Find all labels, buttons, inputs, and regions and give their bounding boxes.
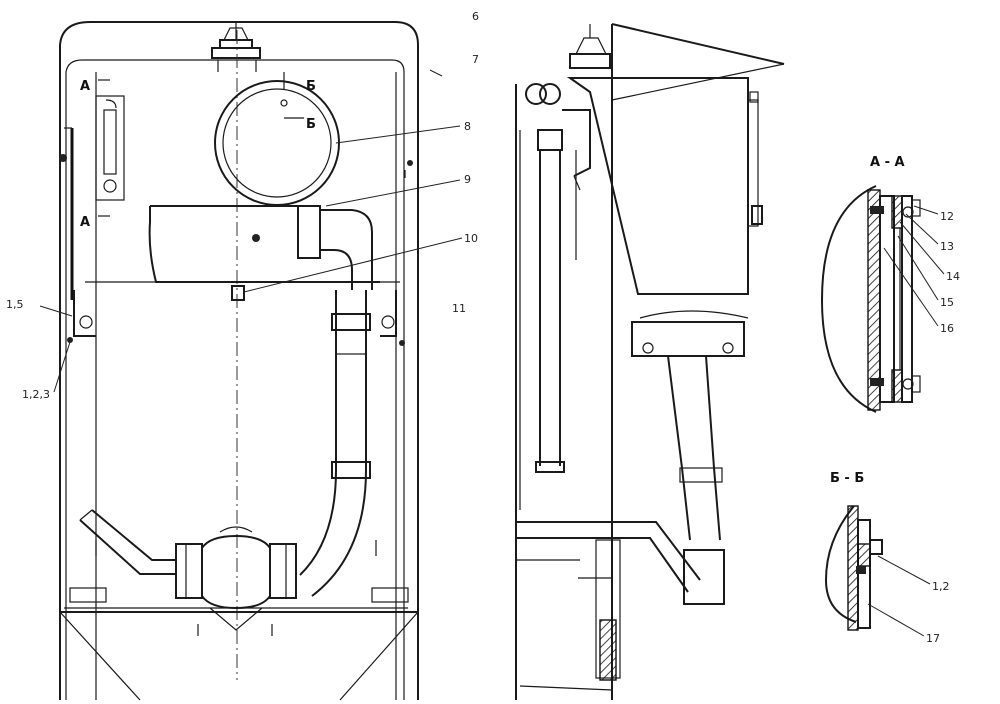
label-17: 17 [926,632,940,645]
section-marks: А А Б Б А - А Б - Б [80,79,905,486]
label-1-2: 1,2 [932,580,950,593]
label-6: 6 [472,10,479,23]
label-14: 14 [946,270,960,283]
label-1-2-3: 1,2,3 [22,388,50,401]
side-view [515,23,785,700]
label-13: 13 [940,240,954,253]
label-10: 10 [464,232,478,245]
label-8: 8 [464,120,471,133]
section-mark-b-top: Б [306,79,316,94]
label-16: 16 [940,322,954,335]
section-bb [824,505,931,637]
front-view [39,21,463,701]
label-1-5: 1,5 [6,298,24,311]
section-aa [820,185,945,413]
label-7: 7 [472,53,479,66]
label-9: 9 [464,173,471,186]
section-title-aa: А - А [870,155,905,170]
section-mark-a-bottom: А [80,215,90,230]
section-mark-a-top: А [80,79,90,94]
callout-labels: 6 7 8 9 10 11 1,5 1,2,3 12 13 14 15 16 1… [6,10,960,645]
label-11: 11 [452,302,466,315]
label-15: 15 [940,296,954,309]
section-mark-b-bottom: Б [306,117,316,132]
section-title-bb: Б - Б [830,471,864,486]
label-12: 12 [940,210,954,223]
